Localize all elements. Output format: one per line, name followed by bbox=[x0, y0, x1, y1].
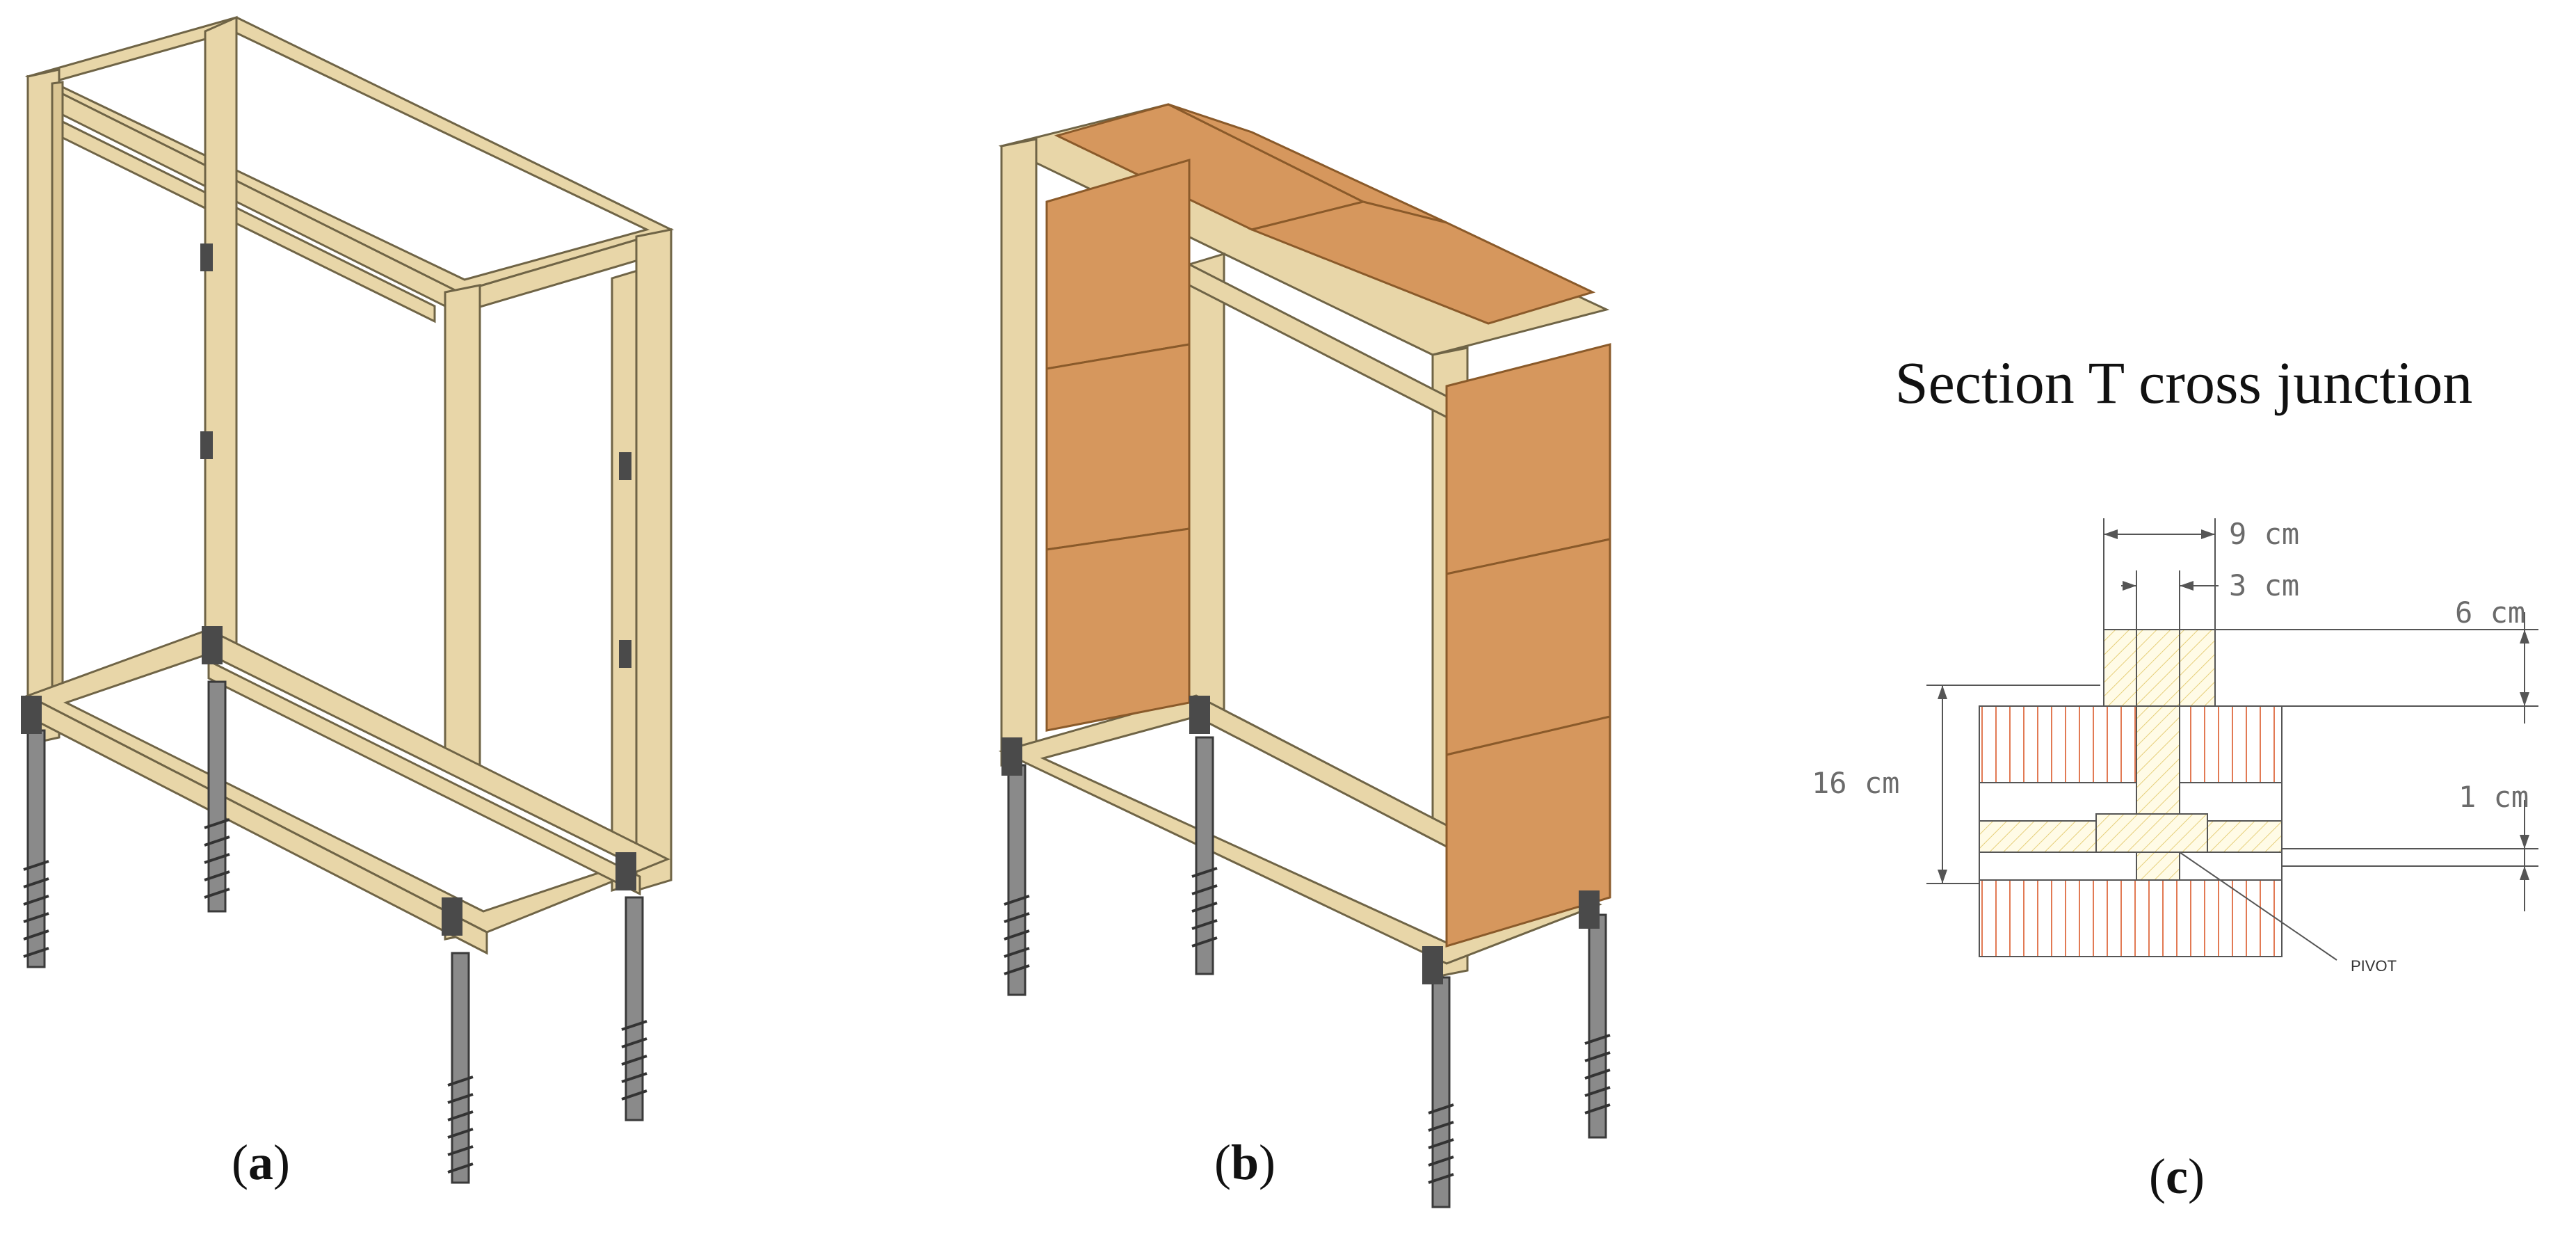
metal-brackets bbox=[21, 243, 636, 936]
dim-label-1cm: 1 cm bbox=[2458, 780, 2529, 814]
t-element bbox=[2095, 629, 2216, 881]
caption-b: (b) bbox=[1214, 1135, 1275, 1190]
post-mid-b bbox=[1188, 252, 1225, 743]
infill-drawing bbox=[998, 103, 1611, 1208]
pivot-leader bbox=[2179, 852, 2337, 961]
dim-label-9cm: 9 cm bbox=[2229, 517, 2299, 551]
hatched-timber bbox=[1979, 705, 2283, 957]
post-back-left bbox=[204, 15, 238, 680]
post-back-right-2 bbox=[635, 228, 673, 893]
post-front-left-inner bbox=[51, 81, 64, 729]
frame-structure bbox=[24, 15, 675, 955]
wall-left-panel-1 bbox=[1045, 158, 1191, 370]
t-cap bbox=[2103, 629, 2216, 707]
pile-1 bbox=[26, 729, 46, 968]
roof-panel-3 bbox=[1248, 200, 1596, 325]
pivot-label: PIVOT bbox=[2351, 957, 2397, 975]
screw-piles-b bbox=[1007, 736, 1607, 1208]
metal-brackets-b bbox=[1001, 696, 1600, 984]
lower-timber-block bbox=[1979, 879, 2283, 957]
orange-panels bbox=[1045, 103, 1611, 948]
pile-4 bbox=[625, 896, 644, 1121]
wall-left-panel-3 bbox=[1045, 527, 1191, 732]
wall-right-panel-3 bbox=[1445, 715, 1611, 948]
caption-c: (c) bbox=[2149, 1149, 2205, 1204]
caption-a: (a) bbox=[232, 1135, 290, 1190]
pile-threads-b bbox=[1004, 867, 1611, 1184]
screw-piles bbox=[26, 680, 644, 1184]
arrowheads bbox=[1938, 529, 2529, 884]
wall-left-panel-2 bbox=[1045, 343, 1191, 551]
frame-drawing bbox=[21, 15, 675, 1184]
section-drawing: 9 cm 3 cm 6 cm 16 cm 1 cm PIVOT bbox=[1812, 517, 2538, 975]
t-stem bbox=[2136, 705, 2180, 881]
panel-b-frame-with-infill: (b) bbox=[960, 0, 1725, 1239]
dim-label-16cm: 16 cm bbox=[1812, 766, 1899, 800]
panel-c-section-detail: Section T cross junction bbox=[1808, 0, 2576, 1239]
bottom-inner-beam bbox=[207, 659, 641, 896]
panel-a-frame: (a) bbox=[0, 0, 800, 1239]
upper-timber-block bbox=[1979, 705, 2283, 783]
post-left-b bbox=[1000, 138, 1038, 767]
dim-label-6cm: 6 cm bbox=[2455, 595, 2525, 630]
lower-gap-band bbox=[1979, 852, 2283, 881]
dimension-lines bbox=[1926, 518, 2538, 961]
dim-label-3cm: 3 cm bbox=[2229, 568, 2299, 602]
pile-threads bbox=[23, 818, 647, 1174]
t-cross-bar bbox=[2095, 813, 2208, 853]
wall-right-panel-1 bbox=[1445, 343, 1611, 575]
pile-3 bbox=[451, 952, 470, 1184]
section-title: Section T cross junction bbox=[1894, 349, 2473, 416]
top-opening bbox=[49, 30, 650, 281]
